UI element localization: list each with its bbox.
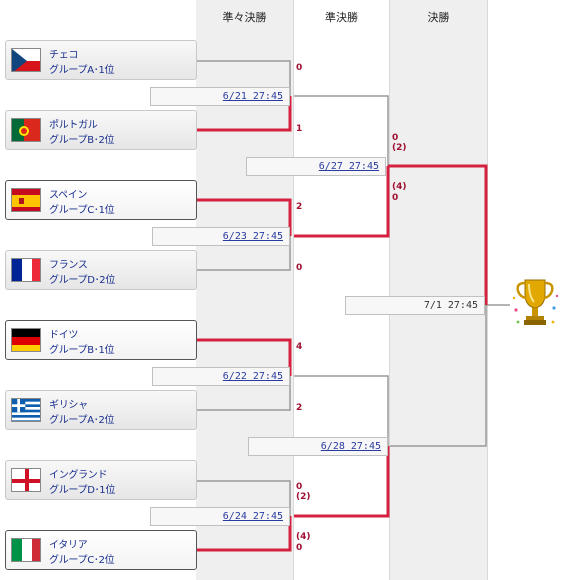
trophy-icon	[510, 274, 560, 330]
quarterfinal-3-date-link[interactable]: 6/22 27:45	[152, 367, 290, 386]
winner-line	[197, 516, 292, 552]
winner-line	[388, 164, 488, 305]
bracket-line	[197, 480, 291, 516]
score: 0	[296, 63, 303, 73]
quarterfinal-2-date-link[interactable]: 6/23 27:45	[152, 227, 290, 246]
spain-flag-icon	[11, 188, 41, 212]
czech-flag-icon	[11, 48, 41, 72]
column-divider	[293, 0, 294, 580]
round-header-semifinal: 準決勝	[325, 11, 358, 24]
score: 0	[392, 193, 399, 203]
score: 0	[296, 543, 303, 553]
score-pk: (2)	[392, 143, 407, 153]
round-header-quarterfinal: 準々決勝	[222, 11, 267, 24]
england-flag-icon	[11, 468, 41, 492]
team-name[interactable]: フランス	[49, 260, 88, 271]
score: 2	[296, 403, 303, 413]
team-group[interactable]: グループD･1位	[49, 485, 116, 496]
team-name[interactable]: スペイン	[49, 190, 88, 201]
quarterfinal-4-date-link[interactable]: 6/24 27:45	[150, 507, 290, 526]
bracket-line	[197, 376, 291, 411]
team-card-england[interactable]: イングランド グループD･1位	[5, 460, 197, 500]
column-divider	[389, 0, 390, 580]
team-name[interactable]: イングランド	[49, 470, 108, 481]
bracket-line	[197, 60, 291, 96]
score: 1	[296, 124, 303, 134]
team-group[interactable]: グループA･2位	[49, 415, 115, 426]
team-group[interactable]: グループC･1位	[49, 205, 115, 216]
bracket-line	[294, 375, 389, 446]
semifinal-2-date-link[interactable]: 6/28 27:45	[248, 437, 388, 456]
team-name[interactable]: イタリア	[49, 540, 88, 551]
team-card-spain[interactable]: スペイン グループC･1位	[5, 180, 197, 220]
winner-line	[294, 446, 390, 518]
greece-flag-icon	[11, 398, 41, 422]
italy-flag-icon	[11, 538, 41, 562]
winner-line	[197, 198, 292, 236]
winner-line	[197, 96, 292, 132]
score-pk: (2)	[296, 492, 311, 502]
score: 0	[296, 263, 303, 273]
team-card-france[interactable]: フランス グループD･2位	[5, 250, 197, 290]
portugal-flag-icon	[11, 118, 41, 142]
score: 4	[296, 342, 303, 352]
winner-line	[197, 338, 292, 376]
team-card-germany[interactable]: ドイツ グループB･1位	[5, 320, 197, 360]
score: 0	[392, 133, 399, 143]
semifinal-1-date-link[interactable]: 6/27 27:45	[246, 157, 386, 176]
team-card-italy[interactable]: イタリア グループC･2位	[5, 530, 197, 570]
score-pk: (4)	[296, 532, 311, 542]
team-name[interactable]: ドイツ	[49, 330, 79, 341]
score: 0	[296, 482, 303, 492]
score: 2	[296, 202, 303, 212]
germany-flag-icon	[11, 328, 41, 352]
bracket-line	[197, 236, 291, 271]
bracket-line	[390, 305, 487, 447]
final-date: 7/1 27:45	[345, 296, 485, 315]
team-group[interactable]: グループB･1位	[49, 345, 115, 356]
team-group[interactable]: グループA･1位	[49, 65, 115, 76]
team-card-czech[interactable]: チェコ グループA･1位	[5, 40, 197, 80]
team-card-greece[interactable]: ギリシャ グループA･2位	[5, 390, 197, 430]
team-name[interactable]: ポルトガル	[49, 120, 98, 131]
bracket-line	[294, 95, 389, 166]
round-header-final: 決勝	[427, 11, 450, 24]
winner-line	[294, 166, 390, 238]
france-flag-icon	[11, 258, 41, 282]
team-card-portugal[interactable]: ポルトガル グループB･2位	[5, 110, 197, 150]
quarterfinal-1-date-link[interactable]: 6/21 27:45	[150, 87, 290, 106]
score-pk: (4)	[392, 182, 407, 192]
final-column	[390, 0, 487, 580]
team-name[interactable]: ギリシャ	[49, 400, 88, 411]
team-group[interactable]: グループC･2位	[49, 555, 115, 566]
team-group[interactable]: グループD･2位	[49, 275, 116, 286]
team-group[interactable]: グループB･2位	[49, 135, 115, 146]
team-name[interactable]: チェコ	[49, 50, 79, 61]
